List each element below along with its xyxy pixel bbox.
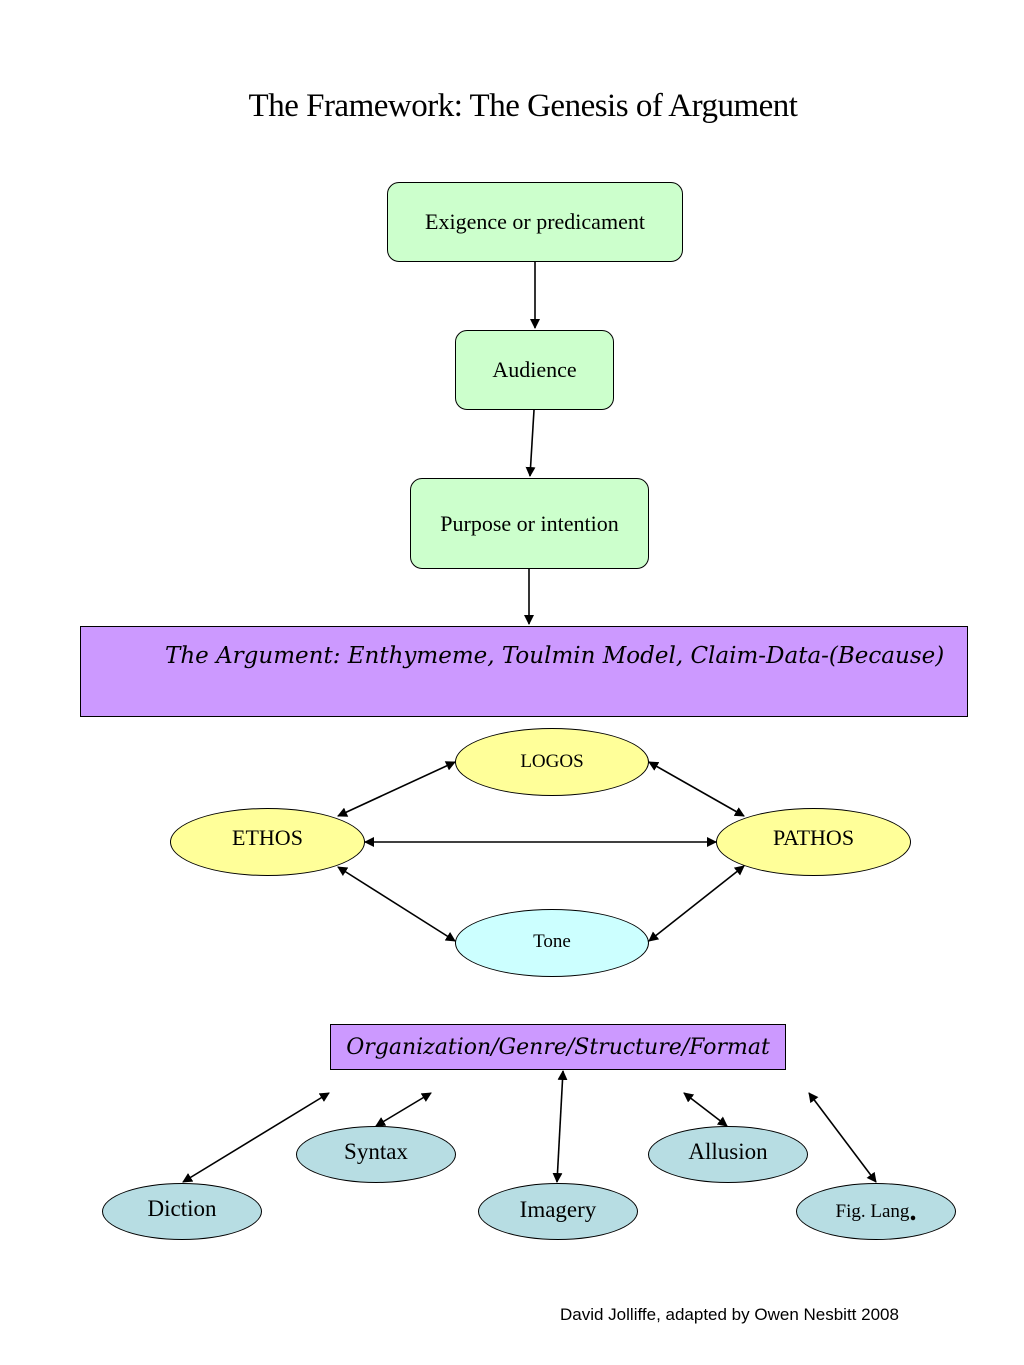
argument-box: The Argument: Enthymeme, Toulmin Model, … — [80, 626, 968, 717]
tone-ellipse: Tone — [455, 909, 649, 977]
audience-label: Audience — [492, 357, 577, 382]
purpose-box: Purpose or intention — [410, 478, 649, 569]
ethos-label: ETHOS — [232, 825, 303, 850]
purpose-label: Purpose or intention — [440, 510, 619, 536]
ethos-ellipse: ETHOS — [170, 808, 365, 876]
diagram-title: The Framework: The Genesis of Argument — [248, 88, 798, 124]
credit-line: David Jolliffe, adapted by Owen Nesbitt … — [560, 1305, 899, 1324]
exigence-label: Exigence or predicament — [425, 209, 645, 234]
audience-box: Audience — [455, 330, 614, 410]
logos-label: LOGOS — [520, 751, 584, 772]
fig-lang-label: Fig. Lang — [835, 1200, 910, 1222]
arrow-tone-pathos — [648, 865, 745, 942]
arrow-imagery — [552, 1070, 568, 1183]
syntax-label: Syntax — [344, 1138, 408, 1164]
pathos-label: PATHOS — [772, 825, 855, 850]
argument-label: The Argument: Enthymeme, Toulmin Model, … — [165, 643, 945, 669]
arrow-fig-lang — [808, 1092, 877, 1183]
exigence-box: Exigence or predicament — [387, 182, 683, 262]
allusion-label: Allusion — [688, 1138, 768, 1164]
diction-ellipse: Diction — [102, 1183, 262, 1240]
imagery-ellipse: Imagery — [478, 1183, 638, 1240]
diction-label: Diction — [147, 1195, 217, 1221]
organization-box: Organization/Genre/Structure/Format — [330, 1024, 786, 1070]
allusion-ellipse: Allusion — [648, 1126, 808, 1183]
arrow-allusion — [683, 1092, 728, 1127]
arrow-ethos-logos — [337, 761, 456, 817]
arrow-diction — [182, 1092, 330, 1183]
fig-lang-period: . — [909, 1195, 917, 1227]
fig-lang-ellipse: Fig. Lang. — [796, 1183, 956, 1240]
organization-label: Organization/Genre/Structure/Format — [346, 1034, 770, 1060]
tone-label: Tone — [533, 931, 571, 952]
logos-ellipse: LOGOS — [455, 728, 649, 796]
arrow-audience-to-purpose — [525, 409, 536, 477]
arrow-syntax — [375, 1092, 432, 1127]
arrow-logos-pathos — [648, 761, 745, 817]
arrow-ethos-tone — [337, 866, 456, 942]
syntax-ellipse: Syntax — [296, 1126, 456, 1183]
pathos-ellipse: PATHOS — [716, 808, 911, 876]
imagery-label: Imagery — [519, 1196, 597, 1222]
